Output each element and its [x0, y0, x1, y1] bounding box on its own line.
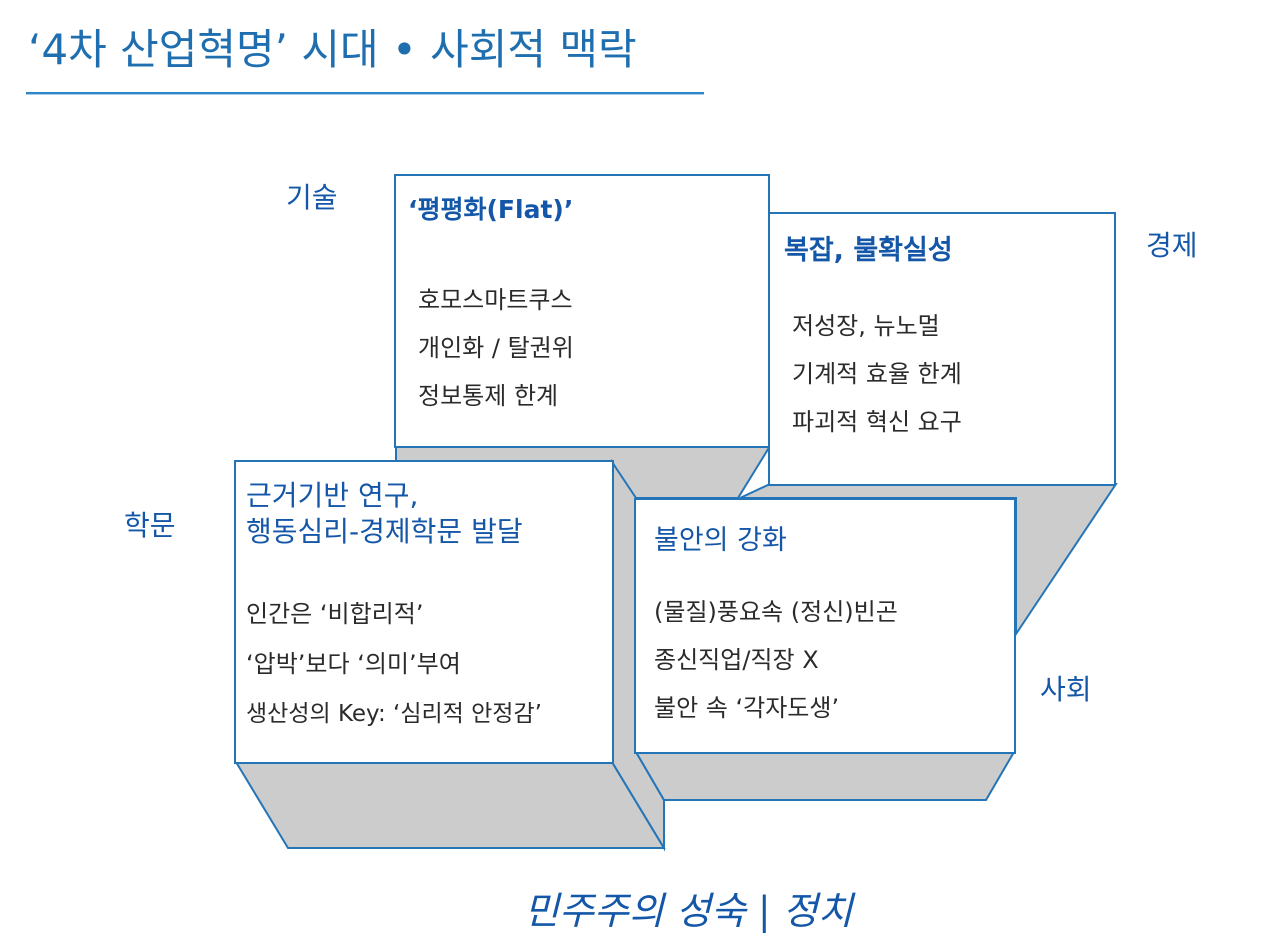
box-flat: ‘평평화(Flat)’ 호모스마트쿠스 개인화 / 탈권위 정보통제 한계 — [394, 174, 770, 448]
box-research: 근거기반 연구, 행동심리-경제학문 발달 인간은 ‘비합리적’ ‘압박’보다 … — [234, 460, 614, 764]
list-item: 생산성의 Key: ‘심리적 안정감’ — [246, 701, 542, 727]
list-item: ‘압박’보다 ‘의미’부여 — [246, 650, 461, 678]
list-item: 종신직업/직장 X — [654, 646, 819, 674]
box-research-heading-line-2: 행동심리-경제학문 발달 — [246, 515, 523, 548]
footer-label: 민주주의 성숙 | 정치 — [524, 889, 853, 933]
box-complexity-heading: 복잡, 불확실성 — [784, 235, 953, 266]
box-complexity: 복잡, 불확실성 저성장, 뉴노멀 기계적 효율 한계 파괴적 혁신 요구 — [768, 212, 1116, 486]
box-research-heading-line-1: 근거기반 연구, — [246, 479, 419, 512]
label-economy: 경제 — [1146, 229, 1198, 262]
extrusion-anxiety — [634, 751, 1016, 801]
title-divider — [26, 92, 704, 95]
label-technology: 기술 — [286, 181, 338, 214]
list-item: 정보통제 한계 — [418, 382, 559, 410]
list-item: 저성장, 뉴노멀 — [792, 312, 940, 340]
label-society: 사회 — [1040, 673, 1092, 706]
list-item: 파괴적 혁신 요구 — [792, 408, 962, 436]
box-anxiety-heading: 불안의 강화 — [654, 525, 787, 556]
box-complexity-list: 저성장, 뉴노멀 기계적 효율 한계 파괴적 혁신 요구 — [792, 306, 962, 450]
page-title: ‘4차 산업혁명’ 시대 • 사회적 맥락 — [28, 25, 637, 74]
box-flat-list: 호모스마트쿠스 개인화 / 탈권위 정보통제 한계 — [418, 280, 574, 424]
list-item: 기계적 효율 한계 — [792, 360, 962, 388]
box-research-heading: 근거기반 연구, 행동심리-경제학문 발달 — [246, 478, 523, 550]
list-item: 호모스마트쿠스 — [418, 286, 573, 314]
list-item: (물질)풍요속 (정신)빈곤 — [654, 598, 898, 626]
extrusion-research — [234, 761, 666, 849]
label-academia: 학문 — [124, 509, 176, 542]
box-flat-heading: ‘평평화(Flat)’ — [408, 195, 574, 224]
box-research-list: 인간은 ‘비합리적’ ‘압박’보다 ‘의미’부여 생산성의 Key: ‘심리적 … — [246, 594, 542, 744]
box-anxiety: 불안의 강화 (물질)풍요속 (정신)빈곤 종신직업/직장 X 불안 속 ‘각자… — [634, 498, 1016, 754]
list-item: 인간은 ‘비합리적’ — [246, 600, 424, 628]
box-anxiety-list: (물질)풍요속 (정신)빈곤 종신직업/직장 X 불안 속 ‘각자도생’ — [654, 592, 898, 736]
list-item: 개인화 / 탈권위 — [418, 334, 574, 362]
list-item: 불안 속 ‘각자도생’ — [654, 694, 840, 722]
